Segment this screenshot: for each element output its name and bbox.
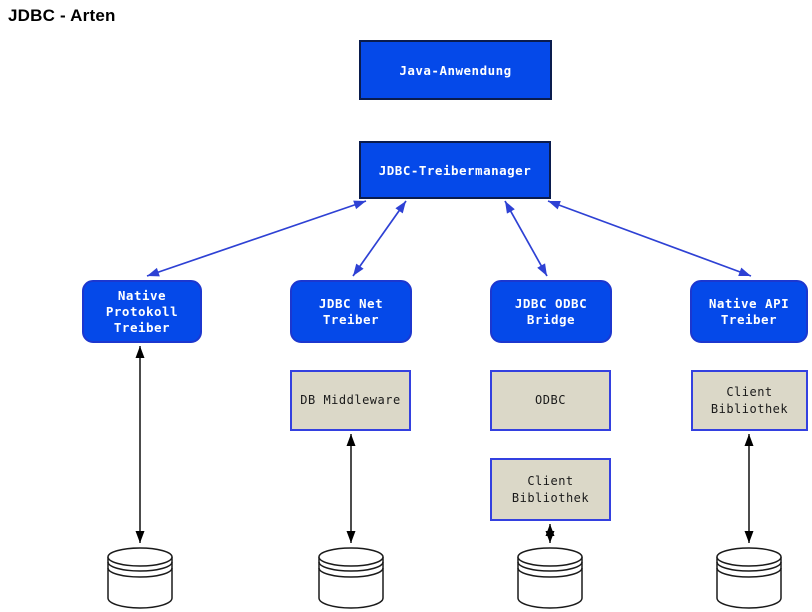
database-cylinder-icon xyxy=(318,547,384,609)
node-native-api-treiber: Native API Treiber xyxy=(690,280,808,343)
node-jdbc-treibermanager: JDBC-Treibermanager xyxy=(359,141,551,199)
node-jdbc-net-treiber: JDBC Net Treiber xyxy=(290,280,412,343)
page-title: JDBC - Arten xyxy=(8,6,116,25)
database-cylinder-icon xyxy=(107,547,173,609)
database-cylinders xyxy=(107,547,782,609)
node-client-bibliothek-api: Client Bibliothek xyxy=(691,370,808,431)
node-java-anwendung: Java-Anwendung xyxy=(359,40,552,100)
node-jdbc-odbc-bridge: JDBC ODBC Bridge xyxy=(490,280,612,343)
arrow-manager-jdbc-odbc xyxy=(504,200,548,277)
arrow-manager-native-api xyxy=(547,200,752,277)
node-client-bibliothek-odbc: Client Bibliothek xyxy=(490,458,611,521)
arrow-manager-native-protokoll xyxy=(146,200,367,277)
node-db-middleware: DB Middleware xyxy=(290,370,411,431)
manager-driver-arrows xyxy=(146,200,752,277)
arrow-manager-jdbc-net xyxy=(352,200,407,277)
node-native-protokoll-treiber: Native Protokoll Treiber xyxy=(82,280,202,343)
database-cylinder-icon xyxy=(517,547,583,609)
node-odbc: ODBC xyxy=(490,370,611,431)
database-arrows xyxy=(135,346,754,543)
database-cylinder-icon xyxy=(716,547,782,609)
